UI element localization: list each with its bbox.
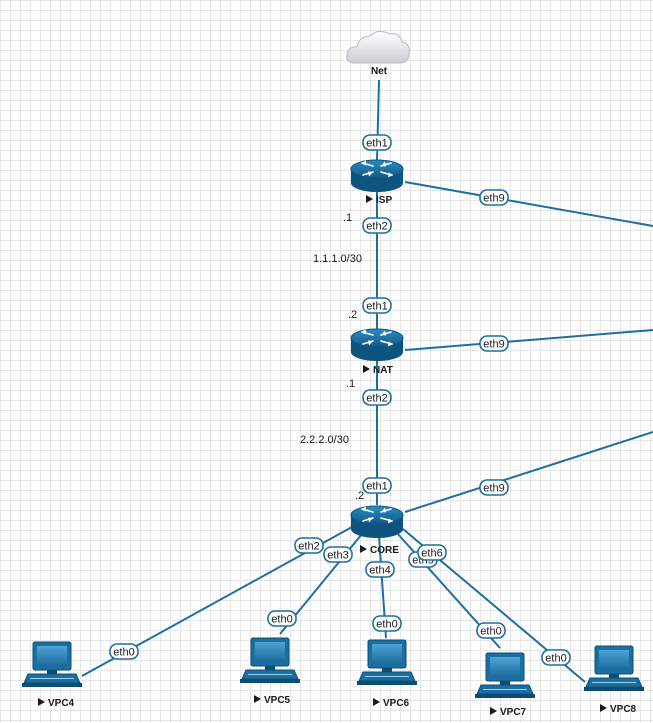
pc-vpc7-label-group: VPC7 (490, 707, 527, 718)
port-label: eth4 (369, 565, 390, 577)
port-label: eth0 (271, 614, 292, 626)
port-label: eth0 (545, 653, 566, 665)
port-label: eth0 (113, 647, 134, 659)
router-nat-label-group: NAT (363, 365, 393, 376)
pc-icon (583, 645, 645, 692)
link-isp-offscreen (404, 181, 653, 227)
port-label: eth3 (327, 550, 348, 562)
port-nat-eth9[interactable]: eth9 (479, 335, 509, 352)
pc-vpc4[interactable]: VPC4 (21, 641, 83, 709)
pc-vpc8-label-group: VPC8 (600, 704, 637, 715)
port-core-eth3[interactable]: eth3 (323, 546, 353, 563)
port-label: eth2 (366, 393, 387, 405)
pc-vpc7[interactable]: VPC7 (474, 652, 536, 718)
router-isp[interactable]: ISP (350, 159, 404, 206)
port-core-eth1[interactable]: eth1 (362, 477, 392, 494)
port-label: eth1 (366, 301, 387, 313)
router-isp-label: ISP (376, 195, 392, 206)
port-vpc5-eth0[interactable]: eth0 (267, 610, 297, 627)
port-label: eth9 (483, 339, 504, 351)
port-label: eth9 (483, 193, 504, 205)
pc-icon (356, 639, 418, 686)
router-nat-label: NAT (373, 365, 393, 376)
pc-vpc8-label: VPC8 (610, 704, 637, 715)
cloud-label: Net (371, 66, 388, 77)
pc-vpc4-label: VPC4 (48, 698, 75, 709)
port-label: eth1 (366, 481, 387, 493)
port-label: eth2 (298, 541, 319, 553)
router-icon (350, 505, 404, 539)
port-isp-eth2[interactable]: eth2 (362, 217, 392, 234)
port-isp-eth1[interactable]: eth1 (362, 134, 392, 151)
pc-vpc7-label: VPC7 (500, 707, 527, 718)
port-vpc6-eth0[interactable]: eth0 (372, 615, 402, 632)
router-isp-label-group: ISP (366, 195, 392, 206)
pc-vpc5-label-group: VPC5 (254, 695, 291, 706)
port-label: eth0 (480, 626, 501, 638)
pc-vpc6-label: VPC6 (383, 698, 410, 709)
port-label: eth6 (421, 548, 442, 560)
port-vpc8-eth0[interactable]: eth0 (541, 649, 571, 666)
port-label: eth1 (366, 138, 387, 150)
port-core-eth2[interactable]: eth2 (294, 537, 324, 554)
link-nat-offscreen (404, 329, 653, 351)
router-icon (350, 159, 404, 193)
port-nat-eth1[interactable]: eth1 (362, 297, 392, 314)
subnet1-label: 1.1.1.0/30 (313, 253, 362, 265)
port-nat-eth2[interactable]: eth2 (362, 389, 392, 406)
cloud-net[interactable]: Net (346, 30, 410, 77)
port-core-eth9[interactable]: eth9 (479, 479, 509, 496)
pc-vpc8[interactable]: VPC8 (583, 645, 645, 715)
pc-vpc5[interactable]: VPC5 (239, 637, 301, 706)
router-core-label-group: CORE (360, 545, 399, 556)
router-core-label: CORE (370, 545, 399, 556)
port-label: eth0 (376, 619, 397, 631)
subnet2-label: 2.2.2.0/30 (300, 434, 349, 446)
pc-vpc5-label: VPC5 (264, 695, 291, 706)
pc-vpc6[interactable]: VPC6 (356, 639, 418, 709)
pc-icon (239, 637, 301, 684)
router-core[interactable]: CORE (350, 505, 404, 556)
core-address-label: .2 (355, 490, 364, 502)
cloud-icon (346, 30, 410, 64)
link-core-offscreen (404, 431, 653, 513)
pc-icon (21, 641, 83, 688)
nat-upper-address-label: .2 (348, 309, 357, 321)
port-core-eth4[interactable]: eth4 (365, 561, 395, 578)
router-nat[interactable]: NAT (350, 328, 404, 376)
pc-icon (474, 652, 536, 699)
isp-address-label: .1 (343, 212, 352, 224)
port-vpc7-eth0[interactable]: eth0 (476, 622, 506, 639)
port-core-eth6[interactable]: eth6 (417, 544, 447, 561)
port-label: eth2 (366, 221, 387, 233)
pc-vpc6-label-group: VPC6 (373, 698, 410, 709)
nat-lower-address-label: .1 (346, 378, 355, 390)
port-vpc4-eth0[interactable]: eth0 (109, 643, 139, 660)
port-isp-eth9[interactable]: eth9 (479, 189, 509, 206)
router-icon (350, 328, 404, 362)
pc-vpc4-label-group: VPC4 (38, 698, 75, 709)
port-label: eth9 (483, 483, 504, 495)
